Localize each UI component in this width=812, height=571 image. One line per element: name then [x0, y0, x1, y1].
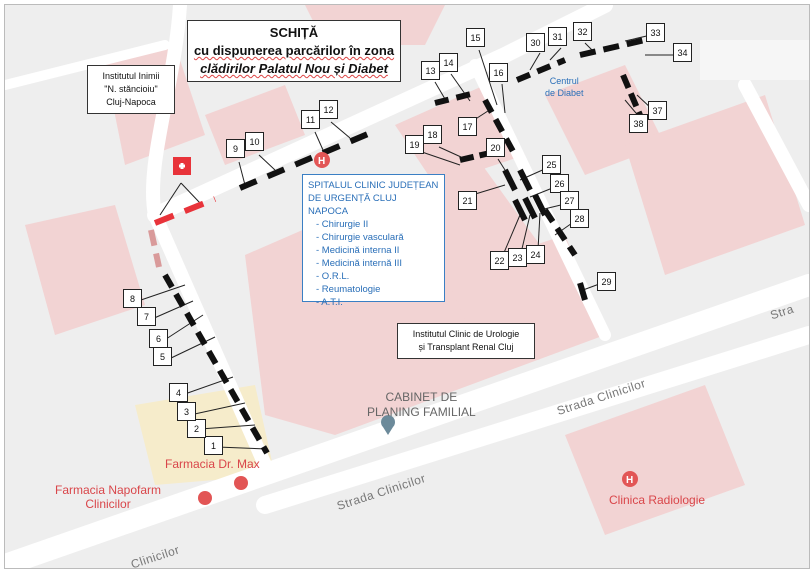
drmax-pharmacy-icon: [234, 476, 248, 490]
parking-number: 2: [187, 419, 206, 438]
parking-number: 30: [526, 33, 545, 52]
drmax-label: Farmacia Dr. Max: [165, 457, 260, 471]
department-item: - Chirurgie II: [316, 219, 369, 230]
parking-number: 13: [421, 61, 440, 80]
parking-dash-21: [517, 168, 533, 192]
parking-number: 32: [573, 22, 592, 41]
parking-pink-dashes: [148, 229, 162, 268]
title-line2: cu dispunerea parcărilor în zona: [193, 43, 395, 58]
parking-number: 7: [137, 307, 156, 326]
parking-number: 23: [508, 248, 527, 267]
urologie-line: și Transplant Renal Cluj: [418, 342, 514, 352]
parking-dashes-32-34: [579, 37, 646, 58]
parking-number: 8: [123, 289, 142, 308]
urologie-line: Institutul Clinic de Urologie: [412, 329, 520, 339]
napofarm-line: Farmacia Napofarm: [55, 483, 162, 497]
radiologie-label: Clinica Radiologie: [609, 493, 706, 507]
department-item: - Medicină internă III: [316, 258, 403, 269]
parking-dash-20: [502, 168, 518, 192]
blank-patch: [700, 40, 809, 80]
parking-number: 20: [486, 138, 505, 157]
parking-number: 1: [204, 436, 223, 455]
parking-dashes-15-17: [482, 98, 518, 157]
parking-number: 14: [439, 53, 458, 72]
title-line3: clădirilor Palatul Nou și Diabet: [200, 61, 388, 76]
centrul-diabet-label: Centrul de Diabet: [545, 75, 584, 99]
parking-dashes-37-38: [620, 73, 643, 117]
parking-number: 19: [405, 135, 424, 154]
parking-number: 24: [526, 245, 545, 264]
svg-text:H: H: [318, 156, 325, 167]
parking-number: 37: [648, 101, 667, 120]
institutul-inimii-label: Institutul Inimii "N. stăncioiu" Cluj-Na…: [87, 65, 175, 114]
first-aid-cross: [179, 163, 185, 169]
parking-dashes-18-19: [459, 150, 491, 163]
parking-dashes-1-8: [162, 273, 270, 455]
parking-number: 10: [245, 132, 264, 151]
parking-number: 12: [319, 100, 338, 119]
inimii-line: Institutul Inimii: [102, 71, 160, 81]
parking-number: 31: [548, 27, 567, 46]
hospital-marker-icon: [314, 152, 330, 168]
parking-number: 15: [466, 28, 485, 47]
diabet-line: de Diabet: [545, 88, 584, 98]
institutul-urologie-label: Institutul Clinic de Urologie și Transpl…: [397, 323, 535, 359]
parking-dashes-25-28: [542, 208, 578, 257]
parking-number: 34: [673, 43, 692, 62]
parking-number: 26: [550, 174, 569, 193]
parking-red-dashes: [153, 196, 217, 226]
planning-line: CABINET DE: [385, 390, 458, 404]
parking-dash-23: [522, 196, 538, 220]
parking-number: 28: [570, 209, 589, 228]
parking-number: 4: [169, 383, 188, 402]
department-item: - Medicină interna II: [316, 245, 400, 256]
parking-dash-22: [512, 198, 528, 222]
diabet-line: Centrul: [549, 76, 579, 86]
parking-number: 18: [423, 125, 442, 144]
department-item: - O.R.L.: [316, 271, 350, 282]
parking-dash-29: [577, 282, 588, 301]
parking-number: 27: [560, 191, 579, 210]
planning-pin-icon: [381, 415, 396, 435]
parking-dashes-13-14: [434, 90, 476, 106]
napofarm-pharmacy-icon: [198, 491, 212, 505]
hospital-info-box: SPITALUL CLINIC JUDEȚEAN DE URGENȚĂ CLUJ…: [302, 174, 445, 308]
napofarm-line: Clinicilor: [85, 497, 131, 511]
parking-number: 38: [629, 114, 648, 133]
parking-dashes-30-31: [515, 57, 567, 83]
department-item: - Reumatologie: [316, 284, 381, 295]
parking-number: 5: [153, 347, 172, 366]
planning-label: CABINET DE PLANING FAMILIAL: [367, 390, 476, 420]
svg-text:H: H: [626, 475, 633, 486]
parking-number: 11: [301, 110, 320, 129]
parking-number: 16: [489, 63, 508, 82]
parking-number: 17: [458, 117, 477, 136]
hospital-name: DE URGENȚĂ CLUJ NAPOCA: [308, 193, 397, 217]
planning-line: PLANING FAMILIAL: [367, 405, 476, 419]
parking-number: 29: [597, 272, 616, 291]
parking-number: 22: [490, 251, 509, 270]
parking-dashes-9-12: [238, 128, 377, 191]
radiologie-marker-icon: [622, 471, 638, 487]
department-item: - A.T.I.: [316, 297, 343, 308]
parking-number: 3: [177, 402, 196, 421]
napofarm-label: Farmacia Napofarm Clinicilor: [55, 483, 161, 511]
parking-number: 9: [226, 139, 245, 158]
inimii-line: Cluj-Napoca: [106, 97, 156, 107]
department-item: - Chirurgie vasculară: [316, 232, 404, 243]
hospital-name: SPITALUL CLINIC JUDEȚEAN: [308, 180, 439, 191]
parking-number: 25: [542, 155, 561, 174]
parking-number: 6: [149, 329, 168, 348]
leader-lines: [137, 34, 678, 450]
parking-lines: [148, 37, 646, 455]
parking-number: 33: [646, 23, 665, 42]
parking-number: 21: [458, 191, 477, 210]
map-title: SCHIȚĂ cu dispunerea parcărilor în zona …: [187, 20, 401, 82]
inimii-line: "N. stăncioiu": [104, 84, 158, 94]
parking-map: H H SCHIȚĂ cu dispunerea parcărilor în z…: [4, 4, 810, 569]
title-line1: SCHIȚĂ: [269, 25, 319, 40]
